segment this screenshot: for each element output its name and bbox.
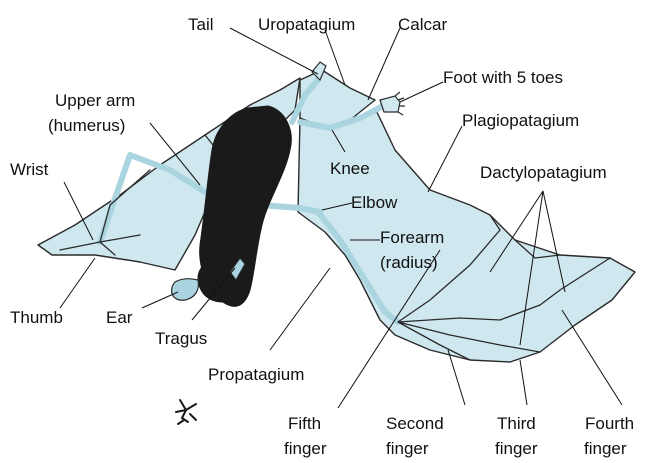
label-elbow: Elbow xyxy=(351,193,398,212)
label-wrist: Wrist xyxy=(10,160,49,179)
label-third-finger-2: finger xyxy=(495,439,538,458)
label-dactylopatagium: Dactylopatagium xyxy=(480,163,607,182)
label-third-finger-1: Third xyxy=(497,414,536,433)
label-radius: (radius) xyxy=(380,253,438,272)
label-thumb: Thumb xyxy=(10,308,63,327)
label-tail: Tail xyxy=(188,15,214,34)
label-calcar: Calcar xyxy=(398,15,447,34)
insect-sketch xyxy=(176,400,196,424)
label-fourth-finger-2: finger xyxy=(584,439,627,458)
label-upper-arm: Upper arm xyxy=(55,91,135,110)
label-tragus: Tragus xyxy=(155,329,207,348)
right-wing-membrane xyxy=(298,108,635,362)
foot-toes xyxy=(380,92,405,115)
label-second-finger-2: finger xyxy=(386,439,429,458)
label-humerus: (humerus) xyxy=(48,116,125,135)
label-ear: Ear xyxy=(106,308,133,327)
label-fifth-finger-2: finger xyxy=(284,439,327,458)
label-propatagium: Propatagium xyxy=(208,365,304,384)
label-forearm: Forearm xyxy=(380,228,444,247)
label-plagiopatagium: Plagiopatagium xyxy=(462,111,579,130)
label-fourth-finger-1: Fourth xyxy=(585,414,634,433)
label-uropatagium: Uropatagium xyxy=(258,15,355,34)
ear-shape xyxy=(172,279,199,301)
label-foot: Foot with 5 toes xyxy=(443,68,563,87)
label-knee: Knee xyxy=(330,159,370,178)
label-fifth-finger-1: Fifth xyxy=(288,414,321,433)
label-second-finger-1: Second xyxy=(386,414,444,433)
